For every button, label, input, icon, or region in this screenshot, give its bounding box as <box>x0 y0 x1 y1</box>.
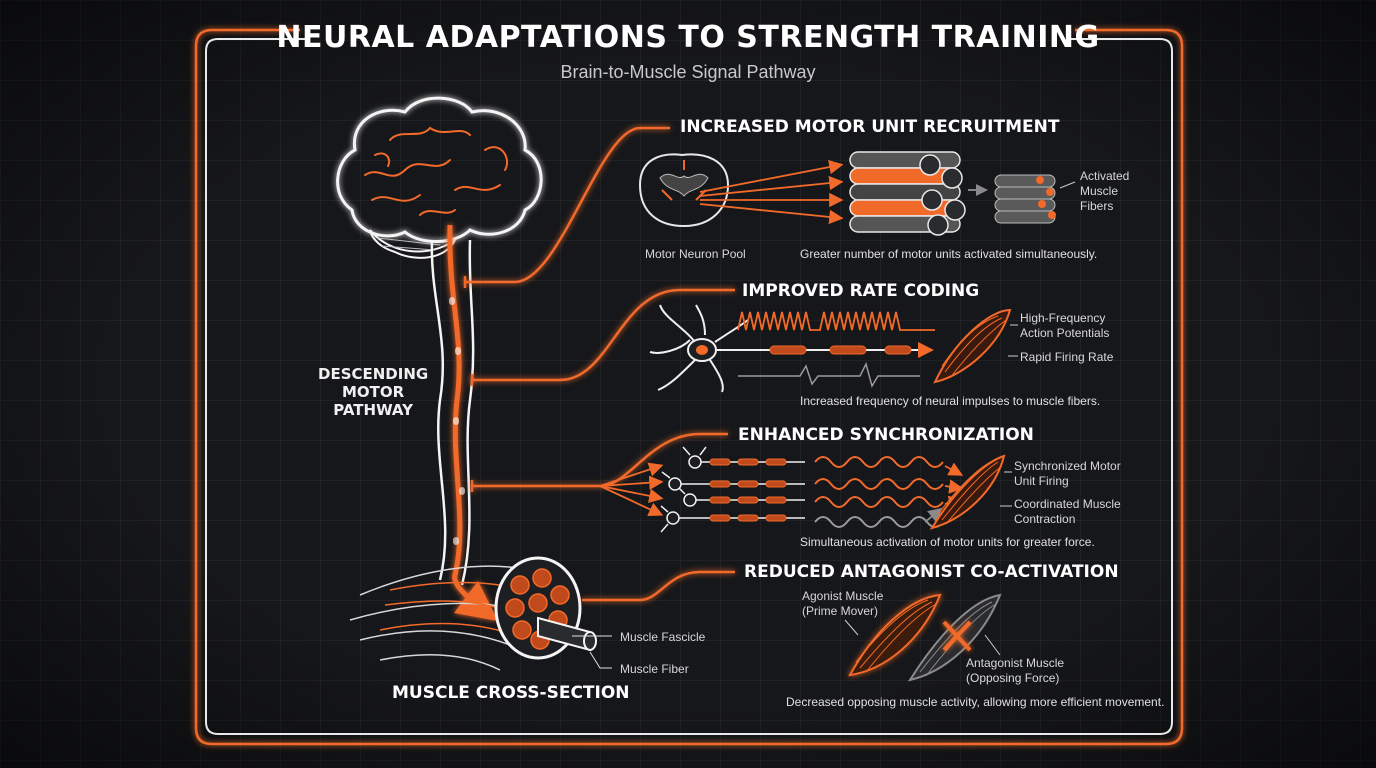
muscle-fascicle-label: Muscle Fascicle <box>620 630 706 644</box>
brain-illustration <box>336 96 543 259</box>
antagonist-illustration <box>844 593 1002 682</box>
page-subtitle: Brain-to-Muscle Signal Pathway <box>560 62 816 82</box>
inner-frame <box>205 38 1173 735</box>
muscle-cross-section-label: MUSCLE CROSS-SECTION <box>392 683 630 703</box>
synchronization-heading: ENHANCED SYNCHRONIZATION <box>738 425 1034 445</box>
rate-coding-caption: Increased frequency of neural impulses t… <box>800 394 1101 408</box>
spinal-cord <box>420 160 498 622</box>
rate-coding-heading: IMPROVED RATE CODING <box>742 281 980 301</box>
antagonist-muscle-label: Antagonist Muscle (Opposing Force) <box>966 656 1065 685</box>
rate-coding-illustration <box>649 304 1018 393</box>
recruitment-illustration <box>638 151 1076 236</box>
synchronized-firing-label: Synchronized Motor Unit Firing <box>1014 459 1121 488</box>
antagonist-heading: REDUCED ANTAGONIST CO-ACTIVATION <box>744 562 1119 582</box>
outer-frame <box>194 28 1184 746</box>
muscle-fiber-label: Muscle Fiber <box>620 662 689 676</box>
coordinated-contraction-label: Coordinated Muscle Contraction <box>1014 497 1121 526</box>
rapid-firing-label: Rapid Firing Rate <box>1020 350 1114 364</box>
motor-neuron-pool-label: Motor Neuron Pool <box>645 247 746 261</box>
agonist-muscle-label: Agonist Muscle (Prime Mover) <box>802 589 884 618</box>
high-frequency-label: High-Frequency Action Potentials <box>1020 311 1110 340</box>
synchronization-caption: Simultaneous activation of motor units f… <box>800 535 1095 549</box>
recruitment-caption: Greater number of motor units activated … <box>800 247 1098 261</box>
antagonist-caption: Decreased opposing muscle activity, allo… <box>786 695 1165 709</box>
muscle-cross-section-illustration <box>349 556 612 671</box>
recruitment-heading: INCREASED MOTOR UNIT RECRUITMENT <box>680 117 1060 137</box>
page-title: NEURAL ADAPTATIONS TO STRENGTH TRAINING <box>276 20 1100 55</box>
descending-pathway-label: DESCENDING MOTOR PATHWAY <box>318 365 429 419</box>
activated-fibers-label: Activated Muscle Fibers <box>1080 169 1130 213</box>
synchronization-illustration <box>599 446 1012 533</box>
